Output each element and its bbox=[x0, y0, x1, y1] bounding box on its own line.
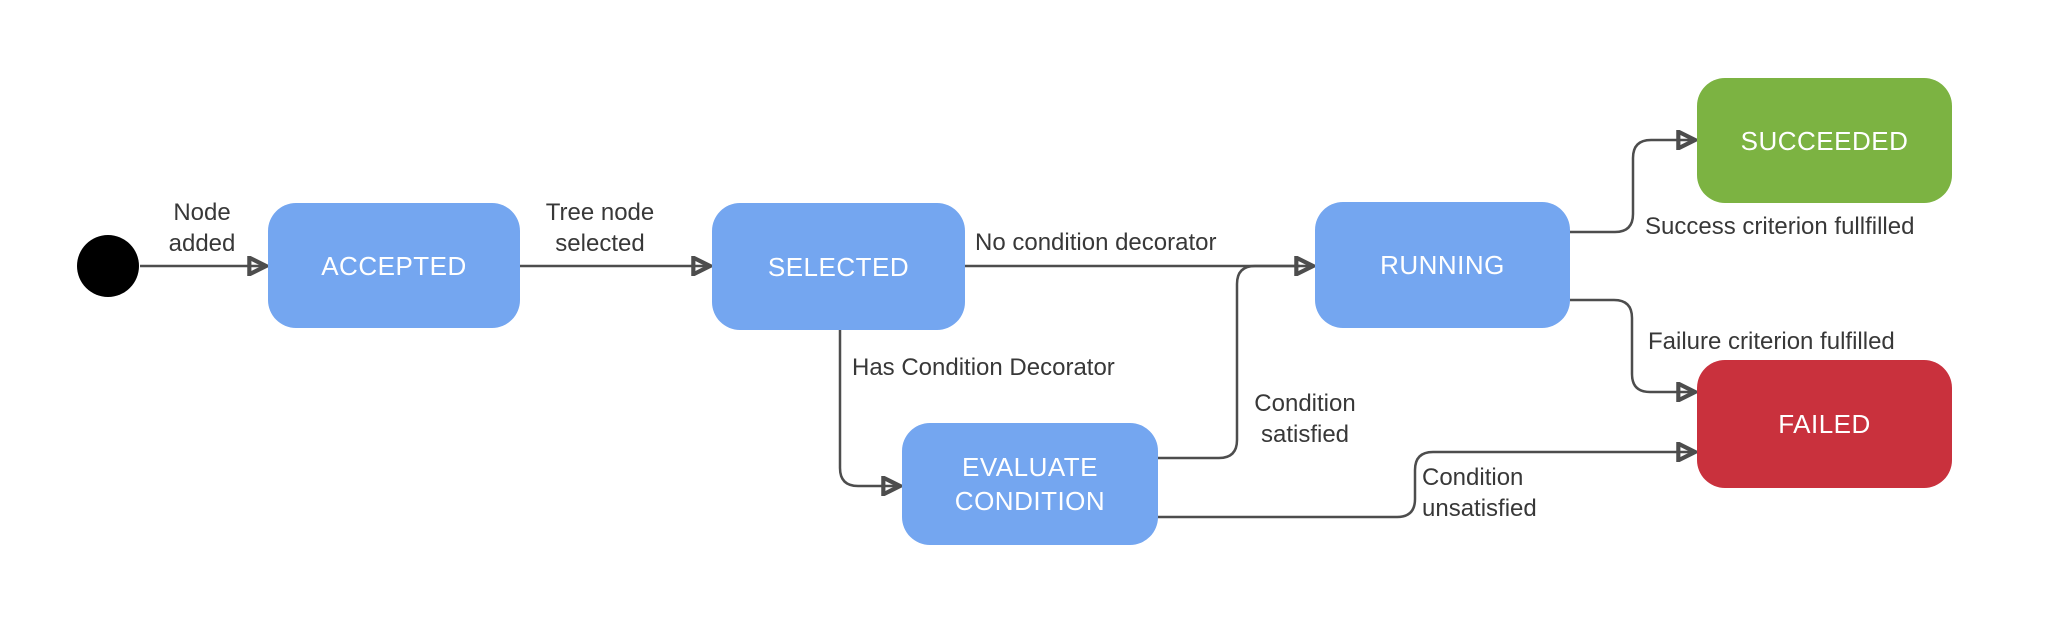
state-accepted: ACCEPTED bbox=[268, 203, 520, 328]
edge-label-no-condition-decorator: No condition decorator bbox=[975, 229, 1217, 256]
edge-running-to-failed bbox=[1570, 298, 1695, 392]
edge-evaluate-to-failed-condition-unsatisfied bbox=[1157, 452, 1695, 519]
initial-state-dot bbox=[77, 235, 139, 297]
state-evaluate-condition: EVALUATE CONDITION bbox=[902, 423, 1158, 545]
edge-label-success-criterion: Success criterion fullfilled bbox=[1645, 213, 1915, 240]
edge-running-to-succeeded bbox=[1570, 140, 1695, 234]
edge-label-failure-criterion: Failure criterion fulfilled bbox=[1648, 328, 1895, 355]
state-succeeded: SUCCEEDED bbox=[1697, 78, 1952, 203]
edge-label-condition-unsatisfied: Condition unsatisfied bbox=[1422, 464, 1537, 522]
state-selected: SELECTED bbox=[712, 203, 965, 330]
edge-label-condition-satisfied: Condition satisfied bbox=[1254, 390, 1356, 448]
edge-selected-to-evaluate-condition bbox=[838, 330, 900, 486]
state-running: RUNNING bbox=[1315, 202, 1570, 328]
edge-label-tree-node-selected: Tree node selected bbox=[545, 199, 655, 257]
edge-label-has-condition-decorator: Has Condition Decorator bbox=[852, 354, 1115, 381]
edge-evaluate-to-running-condition-satisfied bbox=[1157, 264, 1300, 460]
edge-label-node-added: Node added bbox=[168, 199, 236, 257]
state-failed: FAILED bbox=[1697, 360, 1952, 488]
